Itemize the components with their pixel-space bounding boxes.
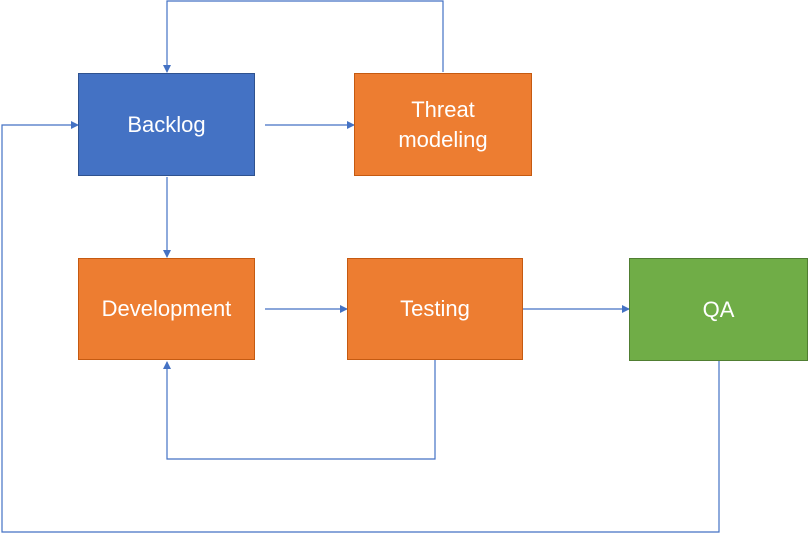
node-development: Development <box>78 258 255 360</box>
node-backlog-label: Backlog <box>127 111 206 137</box>
node-qa-label: QA <box>702 296 735 322</box>
node-threat-modeling: Threat modeling <box>354 73 532 176</box>
node-testing: Testing <box>347 258 523 360</box>
node-threat-modeling-label: Threat modeling <box>398 96 488 152</box>
node-testing-label: Testing <box>400 296 470 321</box>
node-development-label: Development <box>101 296 232 321</box>
edge-testing-to-development <box>163 360 436 460</box>
node-backlog: Backlog <box>78 73 255 176</box>
node-qa: QA <box>629 258 808 361</box>
edge-threat-modeling-to-backlog <box>163 0 444 73</box>
edge-qa-to-backlog <box>1 121 720 533</box>
